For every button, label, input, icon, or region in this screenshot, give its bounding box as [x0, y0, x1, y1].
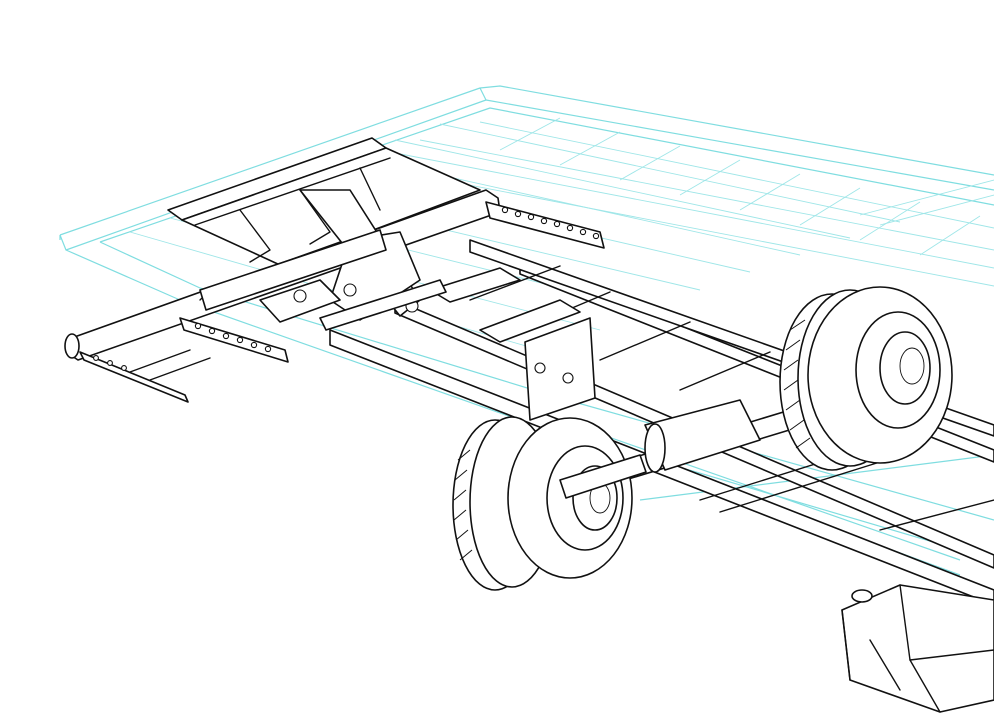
right-wheel-tread — [783, 319, 811, 449]
crossbeam-holes — [501, 206, 600, 240]
axle-stub — [559, 454, 647, 499]
left-wheel — [452, 416, 633, 591]
left-wheel-tread — [453, 449, 473, 561]
rear-bracket-box — [841, 584, 994, 713]
deck-grid-slats — [359, 117, 994, 287]
scissor-lift-linkage — [199, 189, 447, 331]
rear-crossbeam — [79, 317, 289, 403]
right-wheel — [779, 286, 953, 471]
rear-crossbeam-holes — [93, 322, 272, 371]
